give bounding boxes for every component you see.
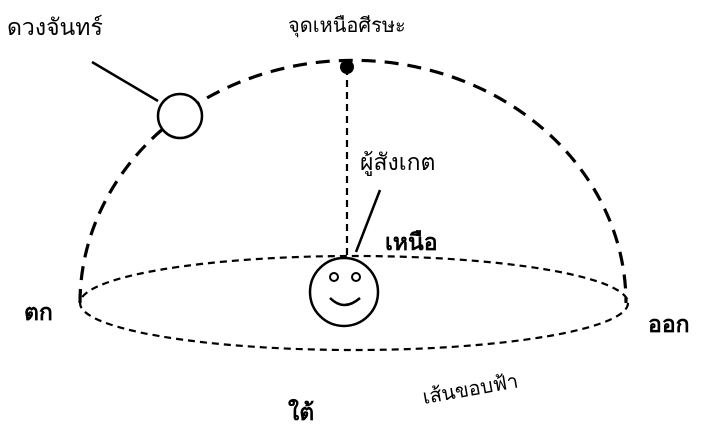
east-label: ออก bbox=[648, 312, 690, 338]
north-label: เหนือ bbox=[385, 230, 438, 256]
zenith-label: จุดเหนือศีรษะ bbox=[288, 13, 406, 38]
moon-circle-icon bbox=[158, 94, 202, 138]
moon-leader-line bbox=[92, 62, 158, 101]
west-label: ตก bbox=[24, 300, 53, 326]
south-label: ใต้ bbox=[288, 398, 314, 426]
observer-label: ผู้สังเกต bbox=[360, 150, 435, 176]
observer-leader-line bbox=[356, 190, 380, 252]
zenith-point-icon bbox=[340, 60, 354, 74]
horizon-label: เส้นขอบฟ้า bbox=[421, 369, 520, 409]
moon-label: ดวงจันทร์ bbox=[7, 14, 103, 41]
smiley-face-icon bbox=[310, 258, 378, 326]
